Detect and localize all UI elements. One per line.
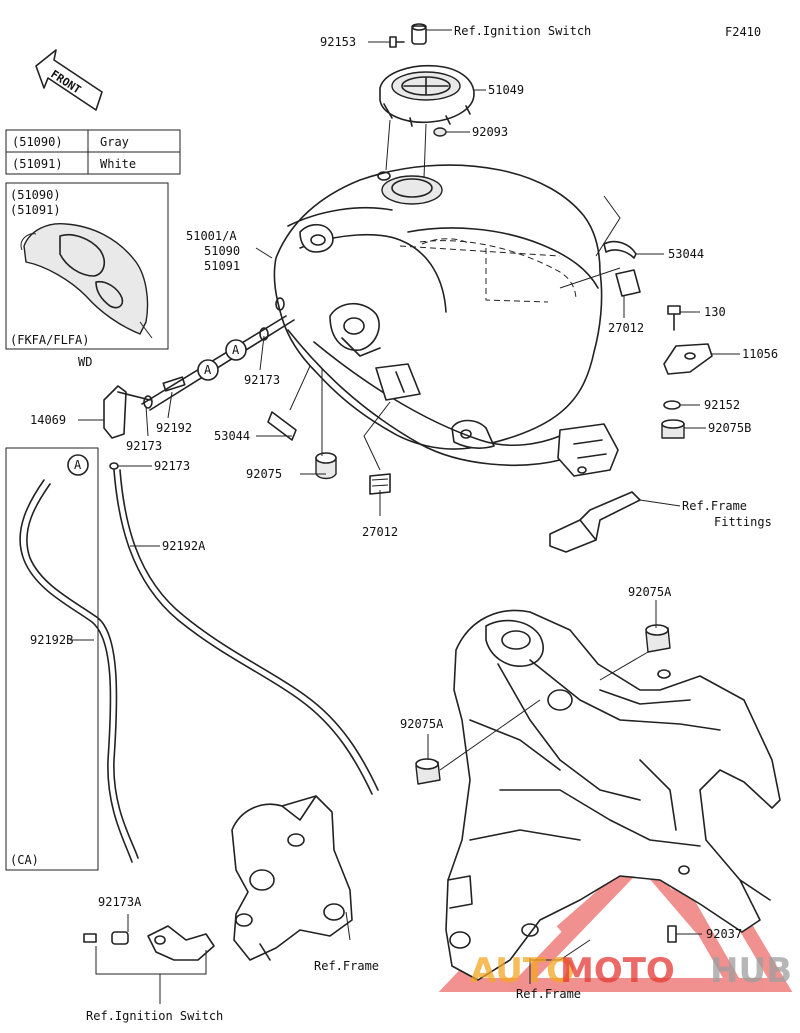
bracket-11056 — [663, 343, 713, 375]
fuel-cock-92173A — [83, 925, 215, 961]
label-92173-c: 92173 — [154, 459, 190, 473]
label-92037: 92037 — [706, 927, 742, 941]
label-92173-b: 92173 — [126, 439, 162, 453]
fitting-14069 — [103, 385, 151, 439]
label-ref-frame-bottom: Ref.Frame — [516, 987, 581, 1001]
label-92075A-left: 92075A — [400, 717, 444, 731]
damper-92075B — [661, 419, 685, 439]
watermark-hub: HUB — [710, 951, 792, 991]
callout-a-3: A — [67, 454, 89, 476]
damper-92075 — [315, 452, 337, 480]
grommet-92093 — [433, 127, 447, 137]
bolt-92153 — [389, 36, 405, 48]
svg-text:A: A — [74, 458, 82, 472]
label-92192B: 92192B — [30, 633, 73, 647]
label-27012-left: 27012 — [362, 525, 398, 539]
label-92192A: 92192A — [162, 539, 206, 553]
svg-text:A: A — [204, 363, 212, 377]
label-92192: 92192 — [156, 421, 192, 435]
label-92173-a: 92173 — [244, 373, 280, 387]
hose-92192B — [19, 479, 133, 863]
fuel-cap — [379, 64, 475, 127]
label-92173A: 92173A — [98, 895, 142, 909]
breather-line — [141, 315, 287, 405]
color-table-part-1: (51090) — [12, 135, 63, 149]
part-labels: 92153 Ref.Ignition Switch 51049 92093 51… — [30, 24, 778, 1023]
watermark-auto: AUTO — [470, 951, 575, 991]
callout-a-1: A — [197, 359, 219, 381]
label-51049: 51049 — [488, 83, 524, 97]
tank-filler-ring — [381, 175, 443, 205]
label-53044-right: 53044 — [668, 247, 704, 261]
inset-model: (FKFA/FLFA) — [10, 333, 89, 347]
fuel-tank-body — [273, 164, 603, 450]
ca-label: (CA) — [10, 853, 39, 867]
damper-92075A-top — [645, 624, 671, 653]
label-51091: 51091 — [204, 259, 240, 273]
label-53044-left: 53044 — [214, 429, 250, 443]
color-table-color-1: Gray — [100, 135, 129, 149]
front-arrow: FRONT — [35, 49, 103, 111]
color-table-color-2: White — [100, 157, 136, 171]
label-ref-ignition-top: Ref.Ignition Switch — [454, 24, 591, 38]
damper-92075A-left — [415, 758, 441, 785]
frame-fitting-bracket — [549, 491, 641, 553]
sub-frame — [231, 795, 353, 961]
label-92093: 92093 — [472, 125, 508, 139]
hose-92192A — [113, 469, 373, 795]
label-92153: 92153 — [320, 35, 356, 49]
collar-92152 — [663, 400, 681, 410]
key-cylinder — [411, 23, 427, 45]
label-14069: 14069 — [30, 413, 66, 427]
label-ref-frame-fittings-1: Ref.Frame — [682, 499, 747, 513]
label-ref-ignition-bottom: Ref.Ignition Switch — [86, 1009, 223, 1023]
watermark-text: AUTO MOTO HUB — [470, 951, 792, 991]
main-frame — [445, 609, 781, 981]
label-27012-right — [615, 269, 641, 297]
label-ref-frame-mid: Ref.Frame — [314, 959, 379, 973]
inset-tank-cover — [23, 223, 149, 335]
label-27012-right: 27012 — [608, 321, 644, 335]
label-51001: 51001/A — [186, 229, 237, 243]
damper-53044-left — [267, 411, 297, 441]
inset-box: (51090) (51091) (FKFA/FLFA) — [5, 182, 169, 350]
svg-text:A: A — [232, 343, 240, 357]
color-table-part-2: (51091) — [12, 157, 63, 171]
label-51090: 51090 — [204, 244, 240, 258]
label-ref-frame-fittings-2: Fittings — [714, 515, 772, 529]
leader-lines — [70, 29, 740, 1004]
inset-part-2: (51091) — [10, 203, 61, 217]
fuel-tank — [273, 164, 619, 477]
label-92075A-top: 92075A — [628, 585, 672, 599]
inset-part-1: (51090) — [10, 188, 61, 202]
label-27012-left — [369, 473, 391, 495]
callout-a-2: A — [225, 339, 247, 361]
label-92075B: 92075B — [708, 421, 751, 435]
bolt-130 — [667, 305, 681, 331]
damper-53044-right — [603, 240, 637, 259]
watermark-moto: MOTO — [560, 951, 675, 991]
diagram-code: F2410 — [725, 25, 761, 39]
bolt-92037 — [667, 925, 677, 943]
label-92075: 92075 — [246, 467, 282, 481]
color-table: (51090) Gray (51091) White — [5, 129, 181, 175]
label-130: 130 — [704, 305, 726, 319]
ca-box: (CA) — [5, 447, 99, 871]
label-92152: 92152 — [704, 398, 740, 412]
inset-region: WD — [78, 355, 92, 369]
label-11056: 11056 — [742, 347, 778, 361]
